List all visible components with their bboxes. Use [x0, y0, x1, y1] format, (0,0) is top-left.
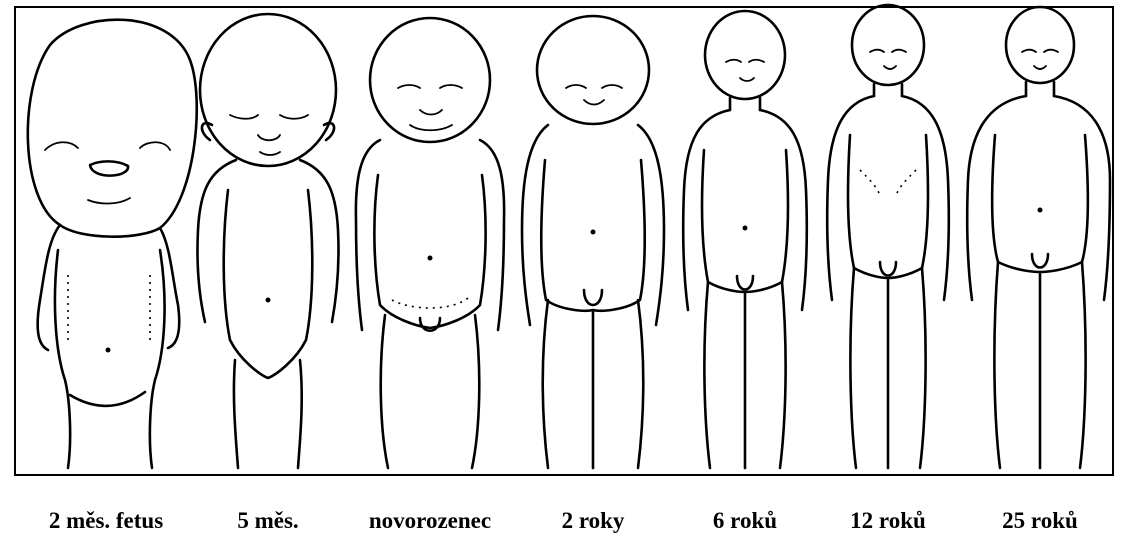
- figure-fetus-2-months: [28, 20, 197, 468]
- figure-5-months: [197, 14, 338, 468]
- figure-newborn: [356, 18, 504, 468]
- figure-25-years: [967, 7, 1110, 468]
- figure-12-years: [827, 5, 949, 468]
- label-5-months: 5 měs.: [237, 508, 298, 534]
- body-proportions-illustration: [0, 0, 1128, 480]
- label-12-years: 12 roků: [850, 508, 926, 534]
- label-6-years: 6 roků: [713, 508, 777, 534]
- label-25-years: 25 roků: [1002, 508, 1078, 534]
- figure-6-years: [683, 11, 807, 468]
- figure-2-years: [522, 16, 664, 468]
- label-2-years: 2 roky: [562, 508, 625, 534]
- label-newborn: novorozenec: [369, 508, 491, 534]
- label-fetus-2-months: 2 měs. fetus: [49, 508, 163, 534]
